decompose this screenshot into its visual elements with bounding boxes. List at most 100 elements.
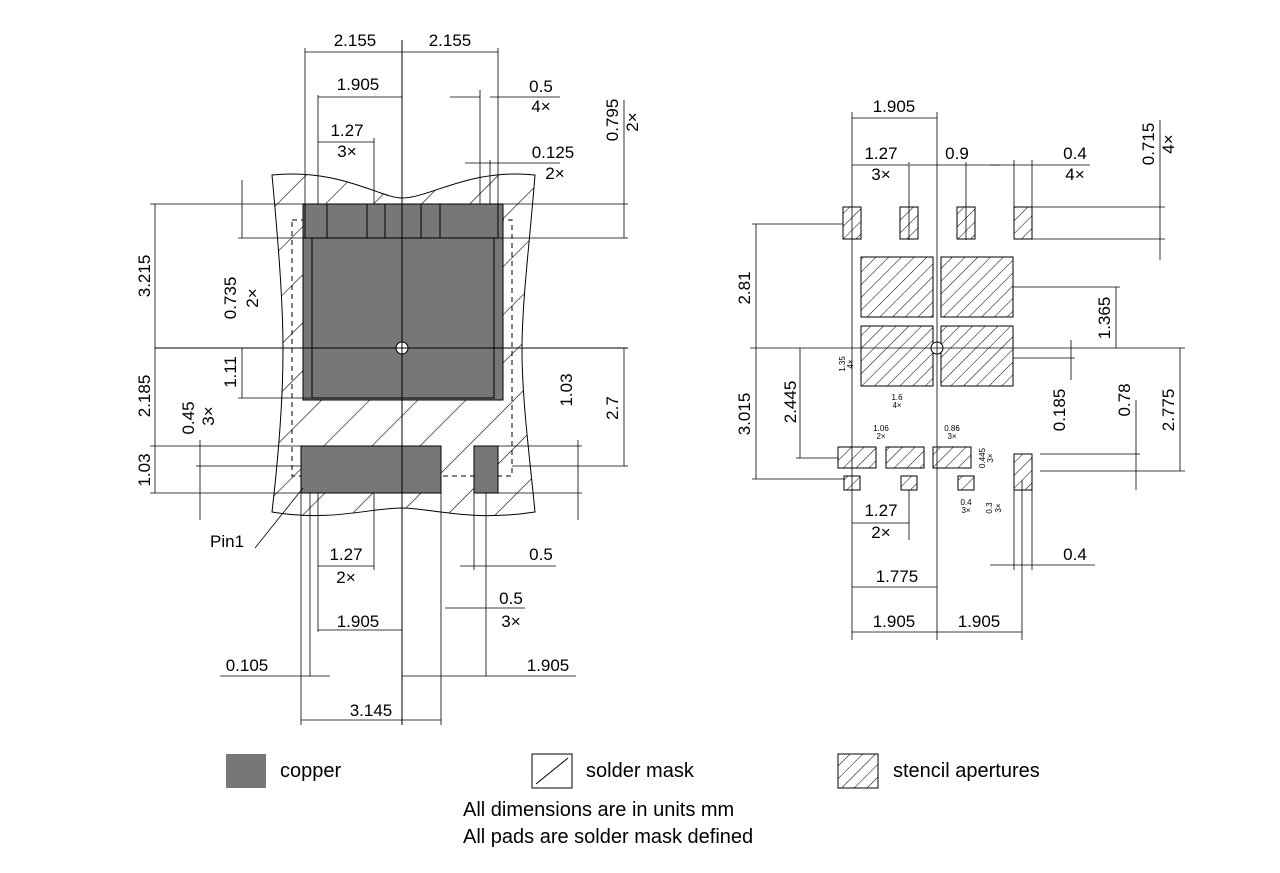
r-dim-106-2x: 2× [876,432,885,441]
dim-b05: 0.5 [529,545,553,564]
r-dim-078: 0.78 [1115,383,1134,416]
r-dim-04: 0.4 [1063,144,1087,163]
stencil-bottom-4 [1013,453,1033,491]
r-dim-3x: 3× [871,165,890,184]
copper-top-finger-1 [304,203,328,239]
dim-0125: 0.125 [532,143,575,162]
copper-top-finger-2 [326,203,368,239]
stencil-bottom-3 [932,446,972,469]
dim-b05b: 0.5 [499,589,523,608]
legend-solder-mask-label: solder mask [586,760,695,782]
r-dim-b1905b: 1.905 [958,612,1001,631]
r-dim-2775: 2.775 [1159,389,1178,432]
r-dim-3015: 3.015 [735,393,754,436]
r-dim-1905: 1.905 [873,97,916,116]
r-dim-09: 0.9 [945,144,969,163]
dim-0735-2x: 2× [243,288,262,307]
r-dim-086: 0.86 [944,424,960,433]
stencil-big-4 [940,325,1014,387]
r-dim-1365: 1.365 [1095,297,1114,340]
r-dim-086-3x: 3× [947,432,956,441]
stencil-big-3 [860,325,934,387]
dim-top-left: 2.155 [334,31,377,50]
dim-103-left: 1.03 [135,453,154,486]
r-dim-b1905a: 1.905 [873,612,916,631]
dim-2x: 2× [545,164,564,183]
dim-3x: 3× [337,142,356,161]
notes: All dimensions are in units mm All pads … [463,799,753,848]
r-dim-03-3x: 3× [994,503,1003,512]
r-dim-s04: 0.4 [960,498,972,507]
legend-copper-swatch [226,754,266,788]
right-dimension-lines [750,112,1185,640]
right-stencil [837,206,1033,491]
r-dim-4x: 4× [1065,165,1084,184]
r-dim-1775: 1.775 [876,567,919,586]
r-dim-281: 2.81 [735,271,754,304]
dim-b1905: 1.905 [337,612,380,631]
r-dim-03: 0.3 [985,502,994,514]
dim-0105: 0.105 [226,656,269,675]
dim-27: 2.7 [603,396,622,420]
note-units: All dimensions are in units mm [463,799,734,821]
stencil-big-1 [860,256,934,318]
legend: copper solder mask stencil apertures [226,753,1040,789]
copper-top-finger-4 [439,203,499,239]
legend-stencil-label: stencil apertures [893,760,1040,782]
stencil-top-4 [1013,206,1033,240]
copper-top-finger-3 [384,203,422,239]
r-dim-2445: 2.445 [781,381,800,424]
r-dim-16: 1.6 [891,393,903,402]
right-dimension-texts: 1.905 1.27 3× 0.9 0.4 4× 0.715 4× 2.81 1… [735,97,1178,631]
stencil-small-2 [900,475,918,491]
pin1-label: Pin1 [210,532,244,551]
dim-3215: 3.215 [135,255,154,298]
dim-0795: 0.795 [603,99,622,142]
r-dim-b127: 1.27 [864,501,897,520]
r-dim-16-4x: 4× [892,401,901,410]
r-dim-0715-4x: 4× [1159,134,1178,153]
r-dim-0185: 0.185 [1050,389,1069,432]
r-dim-s04-3x: 3× [961,506,970,515]
dim-103-right: 1.03 [557,373,576,406]
dim-4x: 4× [531,97,550,116]
dim-111: 1.11 [221,356,240,388]
note-solder-mask: All pads are solder mask defined [463,826,753,848]
dim-045-3x: 3× [199,406,218,425]
copper-main-inner [311,237,495,399]
stencil-big-2 [940,256,1014,318]
r-dim-135: 1.35 [838,356,847,372]
stencil-small-3 [957,475,975,491]
r-dim-106: 1.06 [873,424,889,433]
dim-b3x: 3× [501,612,520,631]
dim-2185: 2.185 [135,375,154,418]
dim-0795-2x: 2× [623,112,642,131]
left-dimension-texts: 2.155 2.155 1.905 0.5 4× 1.27 3× 0.125 2… [135,31,642,720]
dim-1905: 1.905 [337,75,380,94]
legend-copper-label: copper [280,760,341,782]
left-footprint [155,40,628,725]
copper-bottom-pad [300,445,442,494]
stencil-bottom-1 [837,446,877,469]
dim-05: 0.5 [529,77,553,96]
r-dim-b04: 0.4 [1063,545,1087,564]
dim-127: 1.27 [330,121,363,140]
copper-bottom-pin [473,445,499,494]
stencil-bottom-2 [885,446,925,469]
dim-b127: 1.27 [329,545,362,564]
r-dim-0445-3x: 3× [986,453,995,462]
dim-top-right: 2.155 [429,31,472,50]
left-dimension-lines [150,48,628,725]
r-dim-127: 1.27 [864,144,897,163]
r-dim-b2x: 2× [871,523,890,542]
r-dim-135-4x: 4× [846,359,855,368]
dim-b1905r: 1.905 [527,656,570,675]
dim-0735: 0.735 [221,277,240,320]
r-dim-0445: 0.445 [978,447,987,468]
dim-b2x: 2× [336,568,355,587]
dim-045: 0.45 [179,401,198,434]
dim-3145: 3.145 [350,701,393,720]
r-dim-0715: 0.715 [1139,123,1158,166]
legend-stencil-swatch [837,753,879,789]
